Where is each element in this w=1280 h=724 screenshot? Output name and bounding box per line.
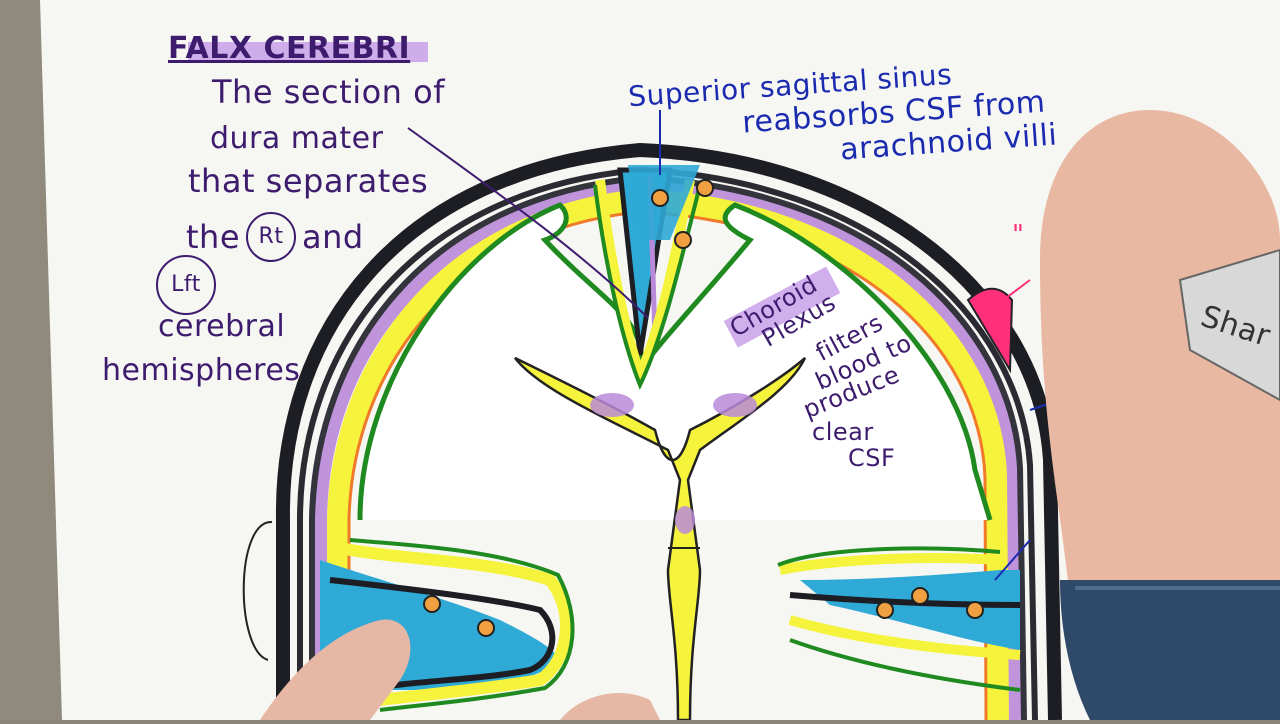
marker-body <box>1178 248 1280 402</box>
falx-line-4: the Rt and <box>186 212 364 262</box>
left-tentorium-pia <box>349 538 575 712</box>
right-tentorium-dura <box>789 592 1021 608</box>
ventricles <box>514 356 807 722</box>
falx-line-4-b: and <box>302 218 364 256</box>
edge-mark: " <box>1012 220 1025 250</box>
falx-line-2: dura mater <box>210 121 384 156</box>
left-hand-thumb <box>560 692 660 720</box>
choroid-plexus-third <box>675 506 695 534</box>
pink-pointer-line <box>989 279 1031 311</box>
falx-line-3: that separates <box>188 162 429 200</box>
choroid-plexus-left <box>590 393 634 417</box>
falx-pointer-line <box>407 127 649 319</box>
arachnoid-villi-top <box>651 179 714 249</box>
choroid-plexus-right <box>713 393 757 417</box>
right-tentorium-pia <box>777 546 1021 692</box>
left-tentorium-csf <box>338 542 572 706</box>
choroid-highlight <box>723 266 841 348</box>
falx-csf <box>595 179 695 389</box>
lateral-sinus-highlight <box>966 287 1014 374</box>
falx-line-5: Lft <box>156 255 216 315</box>
right-tentorium-csf <box>779 553 1021 660</box>
falx-title: FALX CEREBRI <box>168 31 411 66</box>
rt-circle: Rt <box>246 212 297 262</box>
arachnoid-villi-right <box>876 587 984 619</box>
falx-pia <box>593 184 702 390</box>
falx-line-1: The section of <box>212 73 445 111</box>
left-tentorium-dura <box>329 577 556 693</box>
falx-line-4-a: the <box>186 218 241 256</box>
title-highlight <box>188 42 428 62</box>
right-transverse-sinus <box>800 570 1020 650</box>
ear-outline <box>242 520 273 661</box>
arachnoid-villi-left <box>423 595 495 637</box>
lft-circle: Lft <box>156 255 216 315</box>
right-hand <box>1040 110 1280 600</box>
falx-line-7: hemispheres <box>102 353 301 388</box>
choroid-line-7: CSF <box>848 444 896 472</box>
falx-line-6: cerebral <box>158 309 286 344</box>
sleeve <box>1060 580 1280 720</box>
left-hand-finger <box>260 619 411 720</box>
choroid-line-6: clear <box>812 418 874 446</box>
